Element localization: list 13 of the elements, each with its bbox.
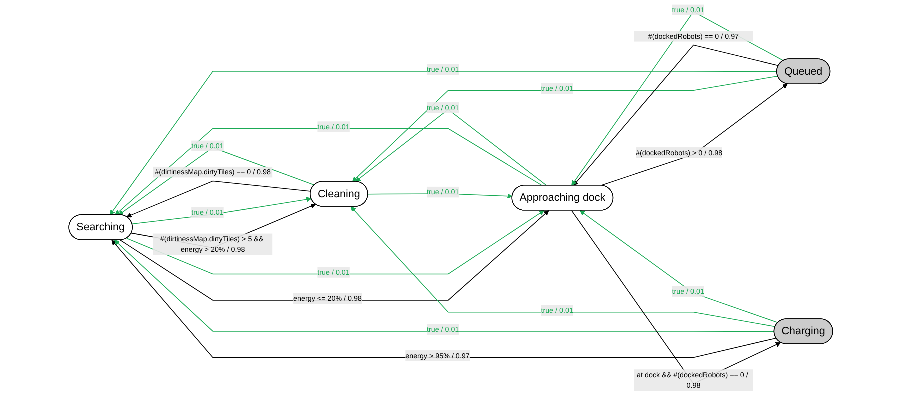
arrow xyxy=(580,210,779,324)
arrow xyxy=(352,76,778,182)
arrow xyxy=(110,71,778,216)
arrow xyxy=(114,240,775,332)
arrow xyxy=(350,206,776,328)
arrow xyxy=(120,210,550,301)
arrow xyxy=(574,44,780,186)
arrow xyxy=(132,197,312,225)
arrow xyxy=(126,210,544,275)
arrow xyxy=(115,128,543,216)
arrow xyxy=(112,240,777,358)
arrow xyxy=(126,180,312,218)
arrow xyxy=(600,84,788,186)
